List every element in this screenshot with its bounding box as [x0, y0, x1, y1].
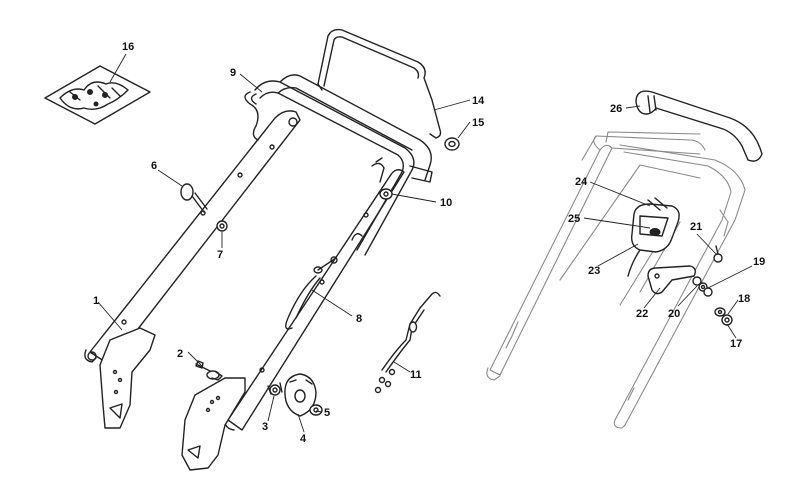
nut-17-18-part [714, 307, 733, 326]
nut-5-part [309, 404, 323, 416]
nut-7-part [216, 220, 228, 232]
lower-handle-tube-part [84, 110, 301, 366]
nut-15-part [444, 137, 460, 151]
right-frame-ghost [486, 131, 746, 429]
callout-7: 7 [217, 249, 223, 261]
callout-16: 16 [122, 41, 134, 53]
callout-22: 22 [636, 308, 648, 320]
callout-10: 10 [440, 197, 452, 209]
upper-handle-frame-part [254, 74, 433, 256]
callout-14: 14 [472, 95, 485, 107]
callout-25: 25 [568, 213, 580, 225]
callout-3: 3 [262, 421, 268, 433]
knob-4-part [284, 373, 317, 417]
callout-23: 23 [588, 265, 600, 277]
bail-bar-part [317, 28, 442, 139]
callout-4: 4 [300, 433, 307, 445]
washer-3-part [267, 382, 283, 396]
cable-guide-part [244, 91, 259, 141]
callout-8: 8 [356, 313, 362, 325]
left-bracket-part [99, 327, 156, 429]
throttle-housing-part [627, 197, 680, 277]
cable-8-part [285, 256, 338, 330]
callout-11: 11 [410, 369, 422, 381]
callout-1: 1 [93, 295, 99, 307]
callout-19: 19 [753, 256, 765, 268]
callout-17: 17 [730, 338, 742, 350]
callout-15: 15 [472, 117, 484, 129]
callout-20: 20 [668, 308, 680, 320]
cap-10-part [371, 157, 393, 200]
throttle-lever-part [647, 265, 697, 295]
callout-9: 9 [230, 67, 236, 79]
callout-5: 5 [324, 407, 330, 419]
callout-24: 24 [575, 176, 588, 188]
leader-lines [97, 53, 753, 433]
eye-bolt-part [180, 183, 208, 213]
callout-26: 26 [610, 103, 622, 115]
hardware-bag-part [44, 65, 151, 125]
callout-21: 21 [690, 221, 702, 233]
bolt-2-part [195, 360, 223, 381]
cable-11-part [374, 291, 441, 394]
right-bracket-part [181, 377, 246, 471]
callout-18: 18 [738, 293, 750, 305]
callout-2: 2 [177, 348, 183, 360]
callout-6: 6 [151, 160, 157, 172]
handle-grip-part [635, 90, 763, 162]
callout-labels: 16 1 2 3 4 5 6 7 8 9 10 11 14 15 17 18 1… [93, 41, 765, 445]
part-21 [713, 245, 723, 263]
